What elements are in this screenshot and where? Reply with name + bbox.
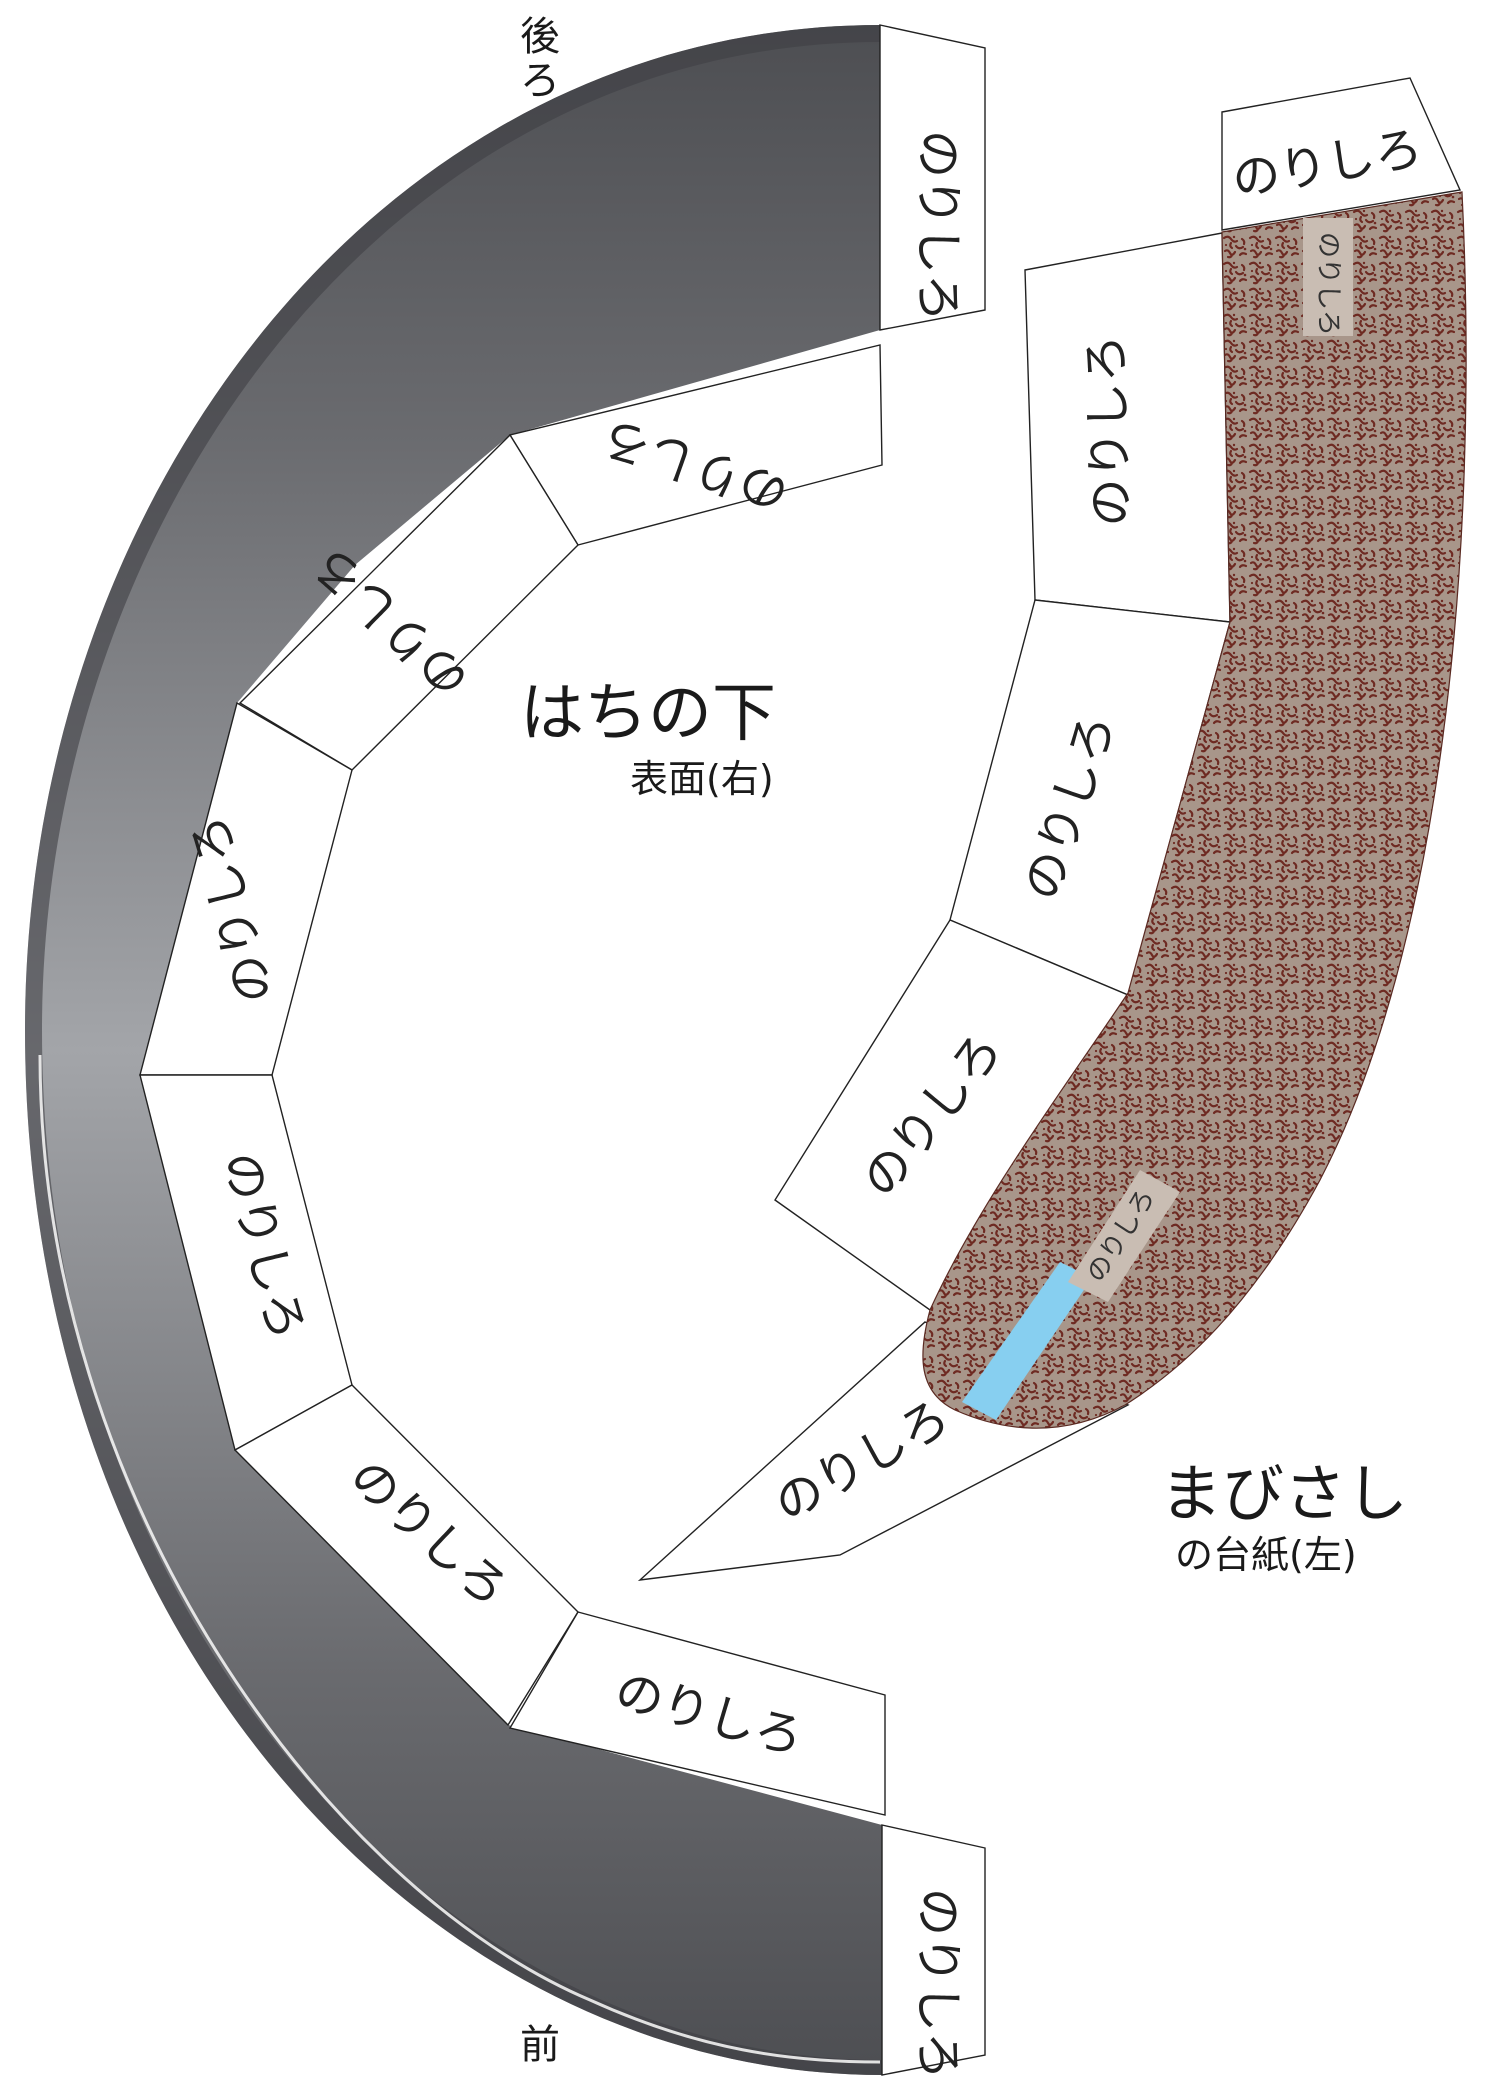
hachi-tab-6: のりしろ	[508, 1611, 886, 1816]
glue-label: のりしろ	[1313, 232, 1343, 336]
visor-tab-1: のりしろ	[1024, 232, 1231, 623]
hachi-tab-front: のりしろ	[881, 1824, 986, 2080]
front-label: 前	[520, 2022, 560, 2068]
hachi-band	[25, 25, 882, 2075]
mabisashi-subtitle: の台紙(左)	[1175, 1533, 1357, 1577]
hachi-subtitle: 表面(右)	[630, 757, 774, 801]
hachi-tab-1: のりしろ	[508, 344, 883, 546]
visor-body	[922, 192, 1467, 1429]
visor-blue-strip	[962, 1262, 1092, 1420]
hachi-tab-back: のりしろ	[879, 24, 986, 331]
glue-label: のりしろ	[910, 1888, 966, 2078]
glue-label: のりしろ	[1078, 334, 1141, 528]
hachi-title: はちの下	[520, 677, 776, 751]
visor-tab-2: のりしろ	[949, 599, 1231, 996]
glue-label: のりしろ	[910, 130, 966, 322]
mabisashi-title: まびさし	[1160, 1457, 1408, 1530]
visor-tab-top: のりしろ	[1221, 77, 1462, 231]
hachi-tab-3: のりしろ	[139, 701, 353, 1076]
back-label: 後ろ	[520, 14, 560, 104]
visor-inner-tab-top: のりしろ	[1303, 218, 1353, 336]
hachi-tab-4: のりしろ	[139, 1074, 353, 1452]
visor-tab-3: のりしろ	[774, 919, 1130, 1311]
visor-edge	[922, 191, 1467, 1429]
hachi-band-highlight	[38, 1054, 881, 2064]
hachi-tab-2: のりしろ	[238, 433, 579, 771]
